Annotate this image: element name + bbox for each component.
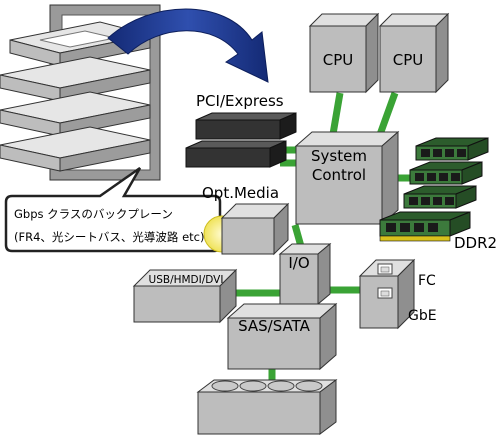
- disk-drive-icons: [211, 380, 323, 392]
- backplane-stack: [0, 4, 161, 181]
- gbe-label: GbE: [408, 308, 437, 324]
- backplane-layer-4: [0, 126, 151, 172]
- pci-express-cards: [185, 112, 297, 168]
- cpu-2-box: [378, 12, 450, 94]
- disk-array-box: [196, 379, 338, 435]
- cpu-1-box: [308, 12, 380, 94]
- callout-line-1: Gbps クラスのバックプレーン: [14, 207, 173, 221]
- io-box: [278, 242, 332, 306]
- ddr2-modules: [379, 137, 489, 242]
- ddr2-label: DDR2: [454, 234, 498, 252]
- cpu-2-label: CPU: [392, 51, 424, 69]
- ddr2-dimm-3: [403, 185, 477, 209]
- ddr2-dimm-4: [379, 211, 471, 242]
- ddr2-dimm-1: [415, 137, 489, 161]
- sas-sata-box: [226, 302, 338, 371]
- ddr2-dimm-2: [409, 161, 483, 185]
- opt-media-box: [203, 202, 290, 256]
- system-control-box: [294, 130, 400, 226]
- gbe-port-icon: [377, 287, 393, 299]
- pci-express-label: PCI/Express: [196, 92, 284, 110]
- io-label: I/O: [288, 254, 310, 272]
- sas-sata-label: SAS/SATA: [238, 317, 310, 335]
- fc-label: FC: [418, 273, 436, 289]
- fc-gbe-box: [358, 258, 416, 330]
- cpu-1-label: CPU: [322, 51, 354, 69]
- callout-line-2: (FR4、光シートバス、光導波路 etc): [14, 230, 205, 244]
- fc-port-icon: [377, 263, 393, 275]
- blue-arrow-icon: [107, 8, 269, 83]
- callout-text: Gbps クラスのバックプレーン (FR4、光シートバス、光導波路 etc): [14, 203, 210, 249]
- usb-hdmi-dvi-label: USB/HMDI/DVI: [148, 274, 224, 286]
- opt-media-label: Opt.Media: [202, 184, 280, 202]
- usb-hdmi-dvi-box: [132, 268, 238, 324]
- system-control-label: System Control: [311, 147, 367, 184]
